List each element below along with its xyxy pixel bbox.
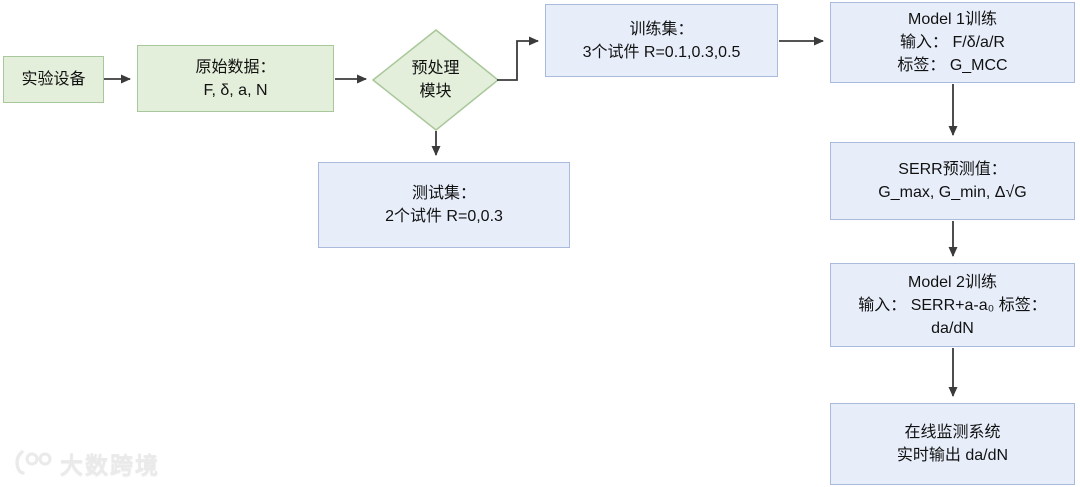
node-model1-line1: Model 1训练: [908, 11, 997, 28]
watermark: 大数跨境: [12, 446, 160, 480]
node-serr: SERR预测值： G_max, G_min, Δ√G: [830, 142, 1075, 220]
node-model2-line1: Model 2训练: [908, 273, 997, 291]
node-model1-line3: 标签： G_MCC: [897, 57, 1008, 74]
node-serr-line1: SERR预测值：: [898, 161, 1007, 178]
node-online: 在线监测系统 实时输出 da/dN: [830, 403, 1075, 485]
node-test-set-line2: 2个试件 R=0,0.3: [385, 208, 503, 225]
node-training-set-line2: 3个试件 R=0.1,0.3,0.5: [582, 43, 741, 61]
node-equipment: 实验设备: [3, 56, 104, 103]
node-preprocess-shape: [371, 29, 500, 131]
node-raw-data-line2: F, δ, a, N: [203, 81, 268, 99]
node-online-line1: 在线监测系统: [904, 424, 1001, 441]
watermark-100-logo: [15, 450, 52, 475]
node-model1: Model 1训练 输入： F/δ/a/R 标签： G_MCC: [830, 2, 1075, 83]
node-model1-line2: 输入： F/δ/a/R: [900, 34, 1005, 51]
edge-preprocess-trainingset: [497, 36, 539, 81]
node-test-set: 测试集： 2个试件 R=0,0.3: [318, 162, 570, 248]
node-model2-line3: da/dN: [931, 319, 974, 337]
node-training-set: 训练集： 3个试件 R=0.1,0.3,0.5: [545, 4, 778, 77]
node-model2-line2: 输入： SERR+a-a₀ 标签：: [858, 296, 1047, 314]
node-model2: Model 2训练 输入： SERR+a-a₀ 标签： da/dN: [830, 263, 1075, 347]
node-serr-line2: G_max, G_min, Δ√G: [878, 184, 1027, 201]
node-online-line2: 实时输出 da/dN: [896, 447, 1009, 464]
node-training-set-line1: 训练集：: [629, 20, 694, 38]
watermark-text: 大数跨境: [60, 452, 160, 478]
node-raw-data: 原始数据： F, δ, a, N: [137, 45, 334, 112]
node-equipment-label: 实验设备: [21, 71, 86, 88]
node-raw-data-line1: 原始数据：: [195, 58, 276, 76]
node-test-set-line1: 测试集：: [411, 185, 476, 202]
